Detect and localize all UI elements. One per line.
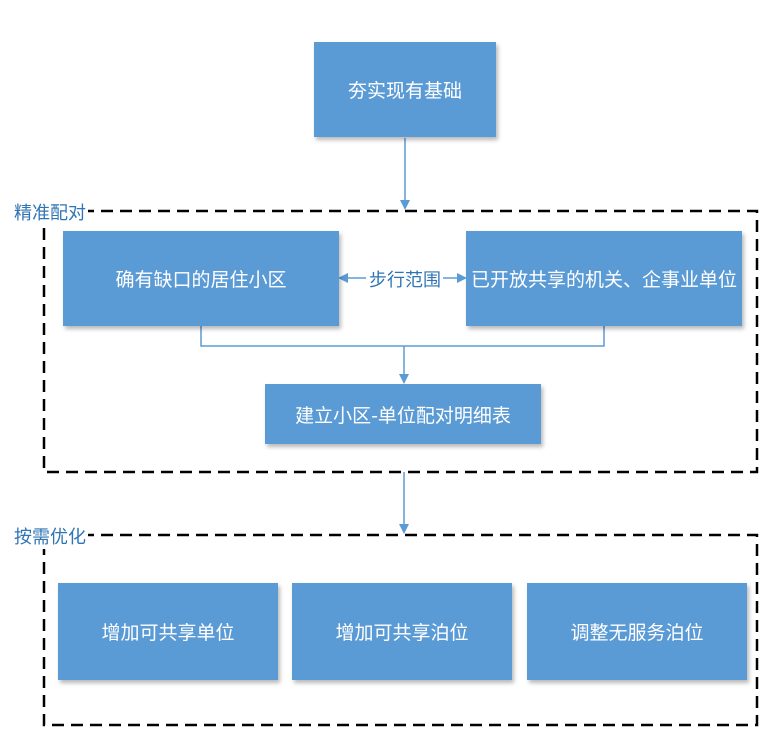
group-frame-precise-pairing bbox=[42, 209, 759, 474]
node-foundation: 夯实现有基础 bbox=[314, 42, 496, 137]
node-units: 已开放共享的机关、企事业单位 bbox=[466, 231, 742, 326]
node-add-shared-units: 增加可共享单位 bbox=[58, 583, 278, 680]
edge-label-walking-range: 步行范围 bbox=[367, 266, 443, 292]
group-title-on-demand: 按需优化 bbox=[14, 523, 88, 549]
group-frame-on-demand bbox=[42, 533, 759, 727]
node-pairing-table: 建立小区-单位配对明细表 bbox=[265, 384, 541, 444]
edge-merge-to-pairing bbox=[200, 326, 605, 347]
node-community: 确有缺口的居住小区 bbox=[63, 231, 339, 326]
node-adjust-parking: 调整无服务泊位 bbox=[527, 583, 747, 680]
node-add-shared-parking: 增加可共享泊位 bbox=[292, 583, 512, 680]
group-title-precise-pairing: 精准配对 bbox=[14, 199, 88, 225]
